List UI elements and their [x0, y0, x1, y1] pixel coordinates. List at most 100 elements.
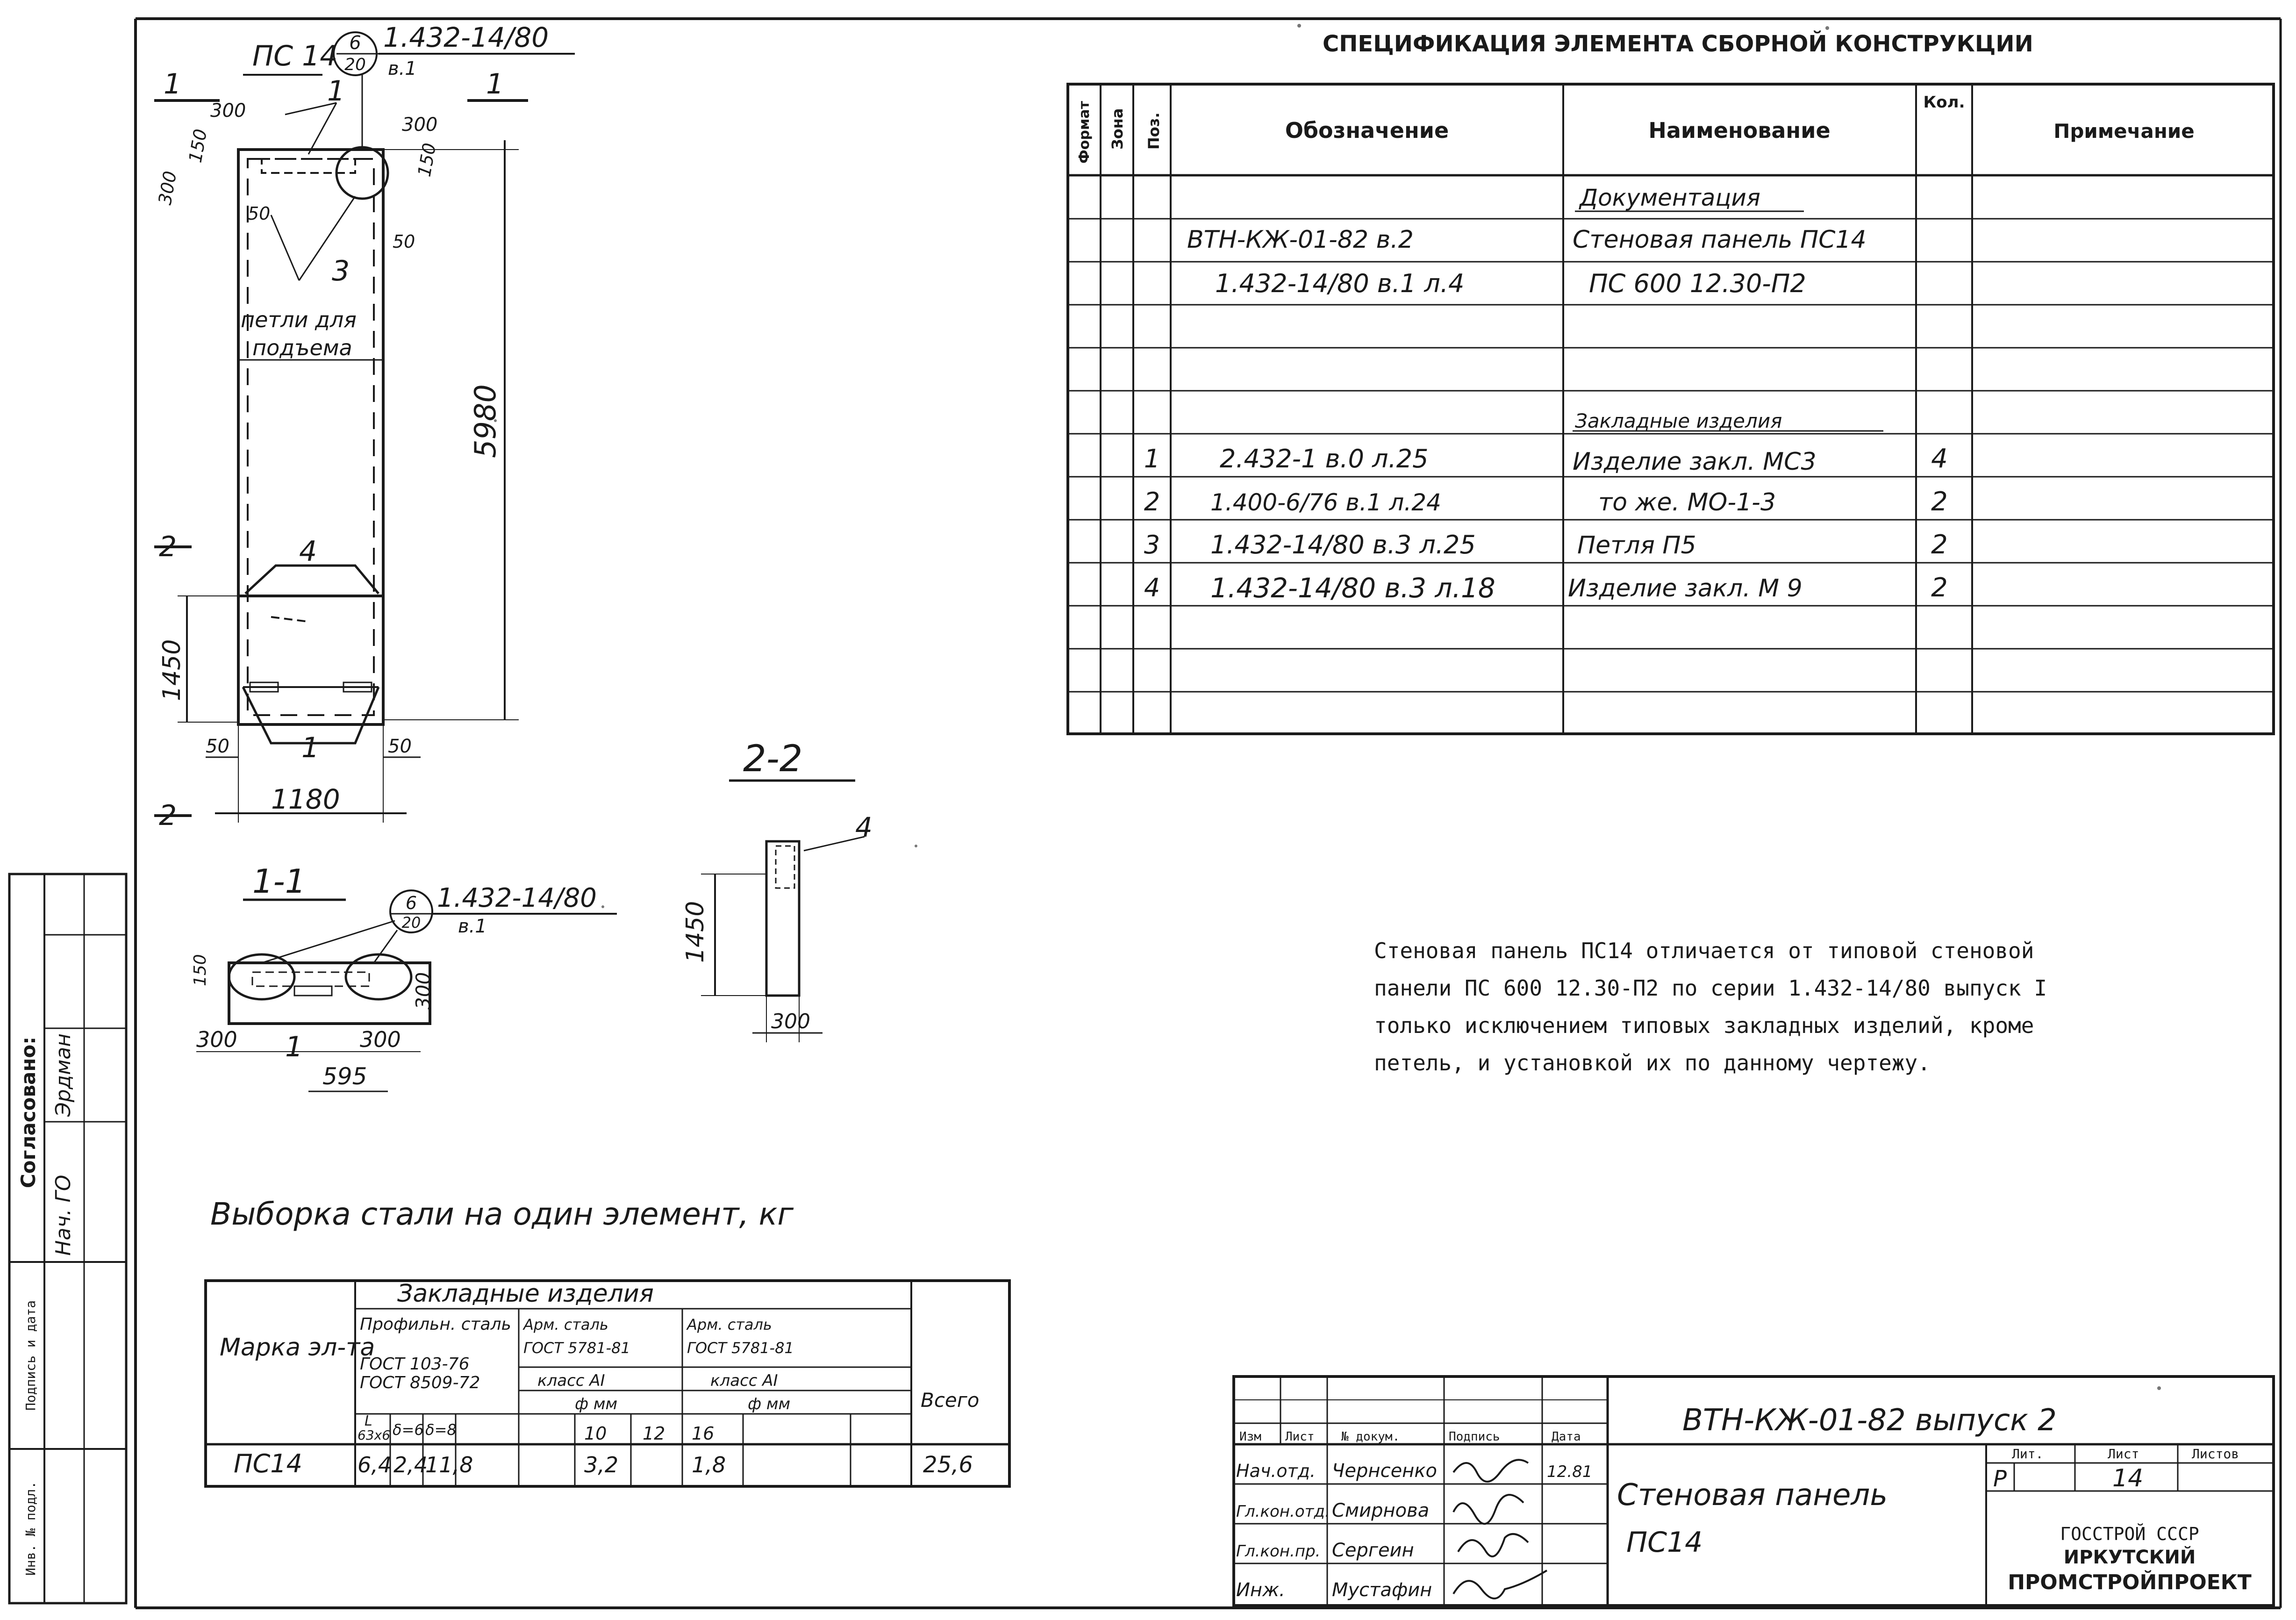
specification-table: СПЕЦИФИКАЦИЯ ЭЛЕМЕНТА СБОРНОЙ КОНСТРУКЦИ… [1066, 30, 2275, 735]
steel-arm-class2: класс АI [710, 1371, 778, 1390]
elevation-pos-4: 4 [299, 535, 317, 568]
steel-prof-gost1: ГОСТ 103-76 [360, 1355, 469, 1374]
steel-row-mark: ПС14 [234, 1449, 302, 1478]
spec-row-6-pos: 1 [1144, 444, 1160, 473]
section-2-2-view: 2-2 4 1450 300 [681, 738, 873, 1042]
tb-sheet-label: Лист [2108, 1446, 2139, 1462]
spec-row-1-name: Стеновая панель ПС14 [1573, 226, 1867, 254]
spec-row-8-name: Петля П5 [1577, 531, 1696, 559]
section-1-1-pos: 1 [285, 1031, 303, 1063]
side-stamp-inv-no: Инв. № подл. [23, 1481, 38, 1576]
dim-bottom-50-left: 50 [206, 736, 229, 757]
tb-hdr-sign: Подпись [1449, 1430, 1500, 1444]
tb-code: ВТН-КЖ-01-82 выпуск 2 [1682, 1403, 2057, 1438]
spec-row-8-designation: 1.432-14/80 в.3 л.25 [1210, 530, 1476, 559]
side-stamp-name-2: Эрдман [51, 1033, 75, 1117]
steel-sub-10: 10 [584, 1423, 607, 1444]
steel-table: Выборка стали на один элемент, кг Марка … [204, 1196, 1011, 1488]
steel-sub-L: L [365, 1413, 372, 1429]
tb-org-1: ГОССТРОЙ СССР [2060, 1524, 2199, 1544]
tb-lit: Р [1993, 1466, 2007, 1492]
tb-org-2: ИРКУТСКИЙ [2064, 1546, 2196, 1568]
spec-header-name: Наименование [1648, 118, 1830, 143]
steel-sub-63: 63х6 [358, 1427, 390, 1443]
note-line-2: панели ПС 600 12.30-П2 по серии 1.432-14… [1374, 975, 2047, 1001]
section-1-1-callout-ref: 1.432-14/80 [437, 883, 597, 913]
dim-top-right: 300 [402, 114, 437, 136]
tb-title-2: ПС14 [1626, 1526, 1702, 1559]
dim-side-right: 150 [414, 141, 440, 178]
scan-speckles [494, 24, 2161, 1390]
spec-header-qty: Кол. [1924, 93, 1965, 112]
section-1-1-callout-num: 6 [406, 893, 417, 913]
section-mark-2-bottom: 2 [159, 799, 177, 832]
spec-header-zone: Зона [1109, 108, 1126, 150]
spec-row: Закладные изделия [1573, 409, 1883, 432]
spec-row-7-name: то же. МО-1-3 [1598, 488, 1776, 516]
elevation-pos-1: 1 [327, 75, 345, 108]
dim-side-left-1: 300 [155, 169, 181, 206]
tb-sheets-label: Листов [2192, 1446, 2239, 1462]
side-stamp-sign-date: Подпись и дата [23, 1300, 38, 1411]
steel-arm-steel1: Арм. сталь [522, 1316, 608, 1333]
note-line-4: петель, и установкой их по данному черте… [1374, 1050, 1931, 1075]
tb-hdr-izm: Изм [1239, 1430, 1261, 1444]
side-stamp-label: Согласовано: [17, 1037, 40, 1188]
spec-row: 4 1.432-14/80 в.3 л.18 Изделие закл. М 9… [1144, 572, 1948, 604]
steel-sub-d6: δ=6 [393, 1421, 424, 1439]
elevation-panel-label: ПС 14 [252, 40, 337, 72]
dim-width: 1180 [271, 783, 340, 815]
spec-row-5-name: Закладные изделия [1575, 409, 1782, 432]
section-2-2-title: 2-2 [743, 738, 802, 780]
steel-row-10: 3,2 [584, 1452, 618, 1477]
spec-row-0-name: Документация [1579, 184, 1760, 211]
dim-bottom-50-right: 50 [388, 736, 412, 757]
section-mark-1-left: 1 [164, 68, 181, 100]
spec-header-format: Формат [1076, 100, 1093, 164]
elevation-callout-den: 20 [344, 55, 366, 74]
title-block: Изм Лист № докум. Подпись Дата Нач.отд. … [1232, 1375, 2275, 1607]
tb-signer-1-name: Чернсенко [1332, 1460, 1437, 1482]
tb-signer-3-role: Гл.кон.пр. [1236, 1542, 1320, 1561]
tb-signer-4-role: Инж. [1236, 1579, 1285, 1601]
steel-arm-class1: класс АI [537, 1371, 605, 1390]
sheet-frame [134, 17, 2282, 1609]
side-stamp-name-1: Нач. ГО [51, 1175, 75, 1255]
spec-row-8-pos: 3 [1144, 530, 1160, 559]
spec-row-7-qty: 2 [1931, 487, 1948, 517]
section-mark-1-right: 1 [486, 68, 504, 100]
steel-arm-gost2: ГОСТ 5781-81 [687, 1339, 794, 1357]
steel-sub-d8: δ=8 [425, 1421, 457, 1439]
dim-lower: 1450 [158, 639, 186, 701]
panel-elevation-view: ПС 14 6 20 1.432-14/80 в.1 1 1 2 2 1 3 4… [154, 22, 575, 832]
spec-header-note: Примечание [2053, 120, 2195, 143]
spec-row-6-designation: 2.432-1 в.0 л.25 [1220, 444, 1429, 473]
steel-sub-16: 16 [692, 1423, 714, 1444]
steel-prof-steel: Профильн. сталь [360, 1315, 511, 1334]
table-row: ПС14 6,4 2,4 11,8 3,2 1,8 25,6 [234, 1449, 973, 1478]
spec-header-pos: Поз. [1145, 112, 1163, 150]
steel-row-d8: 11,8 [425, 1452, 473, 1477]
section-1-1-view: 1-1 6 20 1.432-14/80 в.1 1 150 300 300 3… [191, 862, 617, 1092]
steel-group-embedded: Закладные изделия [397, 1280, 654, 1308]
dim-50-b: 50 [393, 231, 415, 252]
note-line-1: Стеновая панель ПС14 отличается от типов… [1374, 938, 2034, 963]
spec-row-7-designation: 1.400-6/76 в.1 л.24 [1210, 489, 1441, 516]
spec-row-9-qty: 2 [1931, 573, 1948, 603]
section-1-1-d595: 595 [322, 1063, 367, 1090]
spec-row-8-qty: 2 [1931, 530, 1948, 560]
spec-row: 1.432-14/80 в.1 л.4 ПС 600 12.30-П2 [1215, 269, 1806, 298]
elevation-pos-3: 3 [332, 255, 350, 287]
loops-label-line2: подъема [252, 335, 352, 360]
elevation-callout-ref: 1.432-14/80 [383, 22, 549, 53]
steel-row-d6: 2,4 [393, 1452, 428, 1477]
spec-row-2-name: ПС 600 12.30-П2 [1589, 269, 1806, 298]
spec-row-6-qty: 4 [1931, 444, 1948, 474]
tb-date: 12.81 [1547, 1462, 1592, 1481]
steel-prof-gost2: ГОСТ 8509-72 [360, 1373, 480, 1392]
spec-row: 1 2.432-1 в.0 л.25 Изделие закл. МС3 4 [1144, 444, 1948, 476]
dim-top-left: 300 [210, 100, 246, 122]
steel-row-16: 1,8 [692, 1452, 726, 1477]
section-1-1-d300-right: 300 [360, 1027, 401, 1052]
